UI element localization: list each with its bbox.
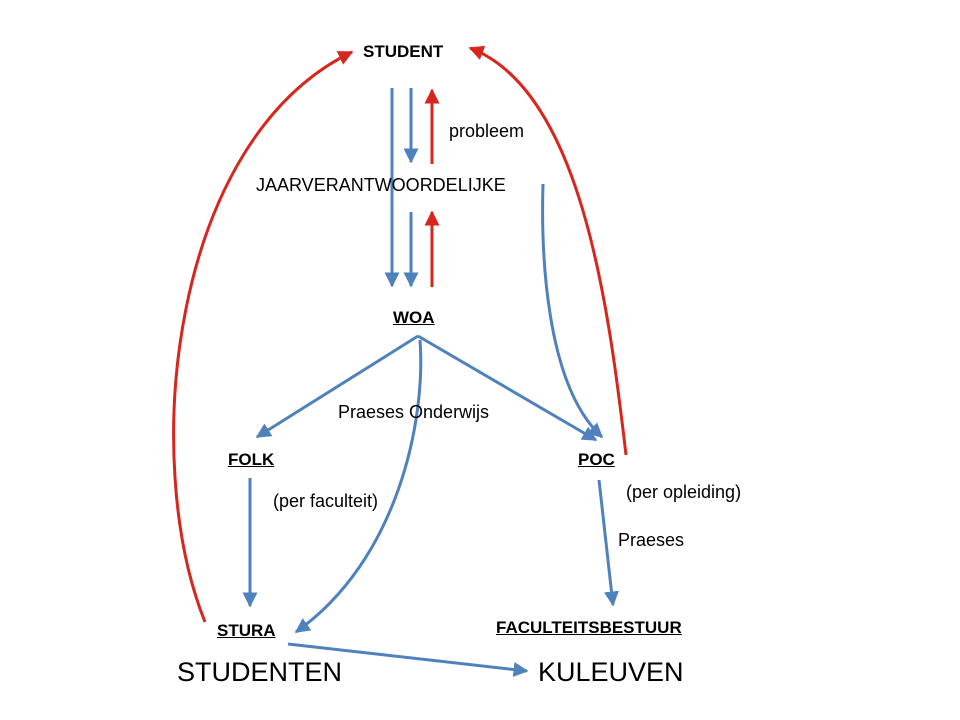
node-faculteitsbestuur: FACULTEITSBESTUUR [496, 618, 682, 637]
node-woa: WOA [393, 308, 435, 327]
arrow-stura-to-student [172, 50, 354, 623]
arrow-woa-to-folk [255, 334, 419, 439]
arrow-poc-to-student [468, 45, 628, 456]
group-kuleuven: KULEUVEN [538, 657, 684, 687]
node-stura: STURA [217, 621, 276, 640]
node-student: STUDENT [363, 42, 444, 61]
node-poc: POC [578, 450, 615, 469]
label-per-opleiding: (per opleiding) [626, 482, 742, 502]
label-praeses: Praeses [618, 530, 685, 550]
arrow-stura-to-kuleuven [287, 642, 529, 677]
group-studenten: STUDENTEN [177, 657, 343, 687]
arrow-woa-to-stura [294, 339, 423, 634]
label-praeses-onderwijs: Praeses Onderwijs [338, 402, 490, 422]
label-probleem: probleem [449, 121, 525, 141]
arrow-poc-to-faculteitsbestuur [597, 479, 619, 607]
arrow-woa-to-poc [417, 334, 598, 442]
node-folk: FOLK [228, 450, 275, 469]
arrow-jaarverantwoordelijke-to-poc [541, 183, 604, 439]
label-per-faculteit: (per faculteit) [273, 491, 379, 511]
node-jaarverantwoordelijke: JAARVERANTWOORDELIJKE [256, 175, 506, 195]
